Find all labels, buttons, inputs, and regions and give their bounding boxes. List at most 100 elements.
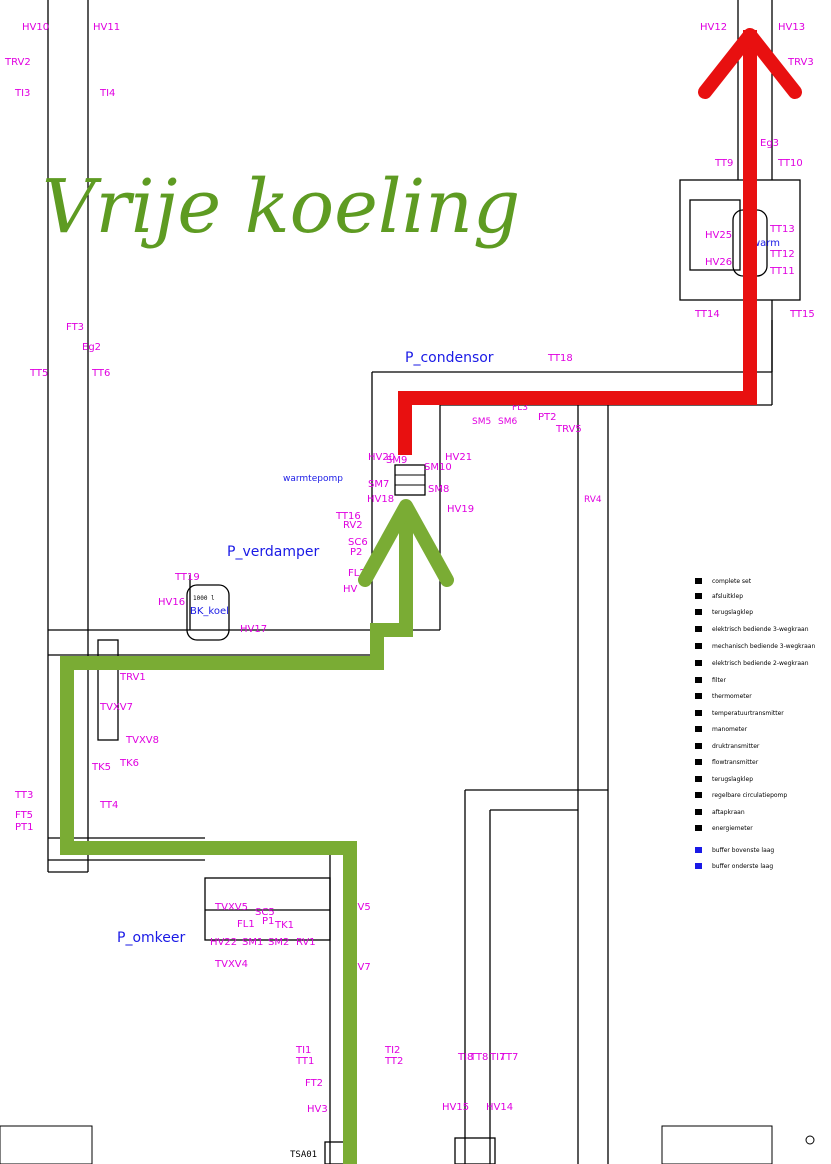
instrument-tag: HV17	[240, 624, 267, 635]
instrument-tag: TT8	[469, 1052, 488, 1063]
instrument-tag: TVXV7	[99, 702, 133, 713]
legend-symbol	[695, 693, 702, 699]
instrument-tag: HV18	[367, 494, 394, 505]
instrument-tag: FL3	[512, 403, 528, 413]
legend-symbol	[695, 825, 702, 831]
instrument-tag: FT5	[15, 810, 33, 821]
instrument-tag: SM2	[268, 937, 289, 948]
instrument-tag: FL2	[348, 568, 366, 579]
instrument-tag: HV22	[210, 937, 237, 948]
instrument-tag: FT3	[66, 322, 84, 333]
legend-symbol	[695, 593, 702, 599]
instrument-tag: TK5	[91, 762, 111, 773]
legend-item: afsluitklep	[712, 593, 743, 600]
instrument-tag: SM9	[386, 455, 407, 466]
tsa01-exchanger: TSA01	[290, 1137, 496, 1164]
corner-symbol	[805, 1135, 815, 1145]
legend-symbol	[695, 726, 702, 732]
instrument-tag: TT15	[789, 309, 815, 320]
legend-item: thermometer	[712, 693, 752, 700]
instrument-tag: FL1	[237, 919, 255, 930]
section-omkeer: P_omkeer	[117, 930, 185, 946]
legend-symbol	[695, 626, 702, 632]
legend-symbol	[695, 677, 702, 683]
instrument-tag: HV25	[705, 230, 732, 241]
instrument-tag: TRV5	[555, 424, 582, 435]
diagram-title: Vrije koeling	[42, 164, 520, 250]
instrument-tag: Eg3	[760, 138, 779, 149]
instrument-tag: SM6	[498, 417, 517, 427]
instrument-tags: HV10 HV11 HV12 HV13 TRV2 TRV3 TI3 TI4 FT…	[4, 22, 815, 1115]
legend-item: druktransmitter	[712, 743, 760, 750]
tank-label: BK_koel	[190, 606, 229, 617]
legend-symbol	[695, 863, 702, 869]
instrument-tag: HV26	[705, 257, 732, 268]
instrument-tag: HV7	[350, 962, 371, 973]
instrument-tag: TK6	[119, 758, 139, 769]
bottom-left-block	[0, 1125, 93, 1164]
instrument-tag: TT2	[384, 1056, 403, 1067]
instrument-tag: HV10	[22, 22, 49, 33]
instrument-tag: HV16	[158, 597, 185, 608]
legend-symbol	[695, 578, 702, 584]
instrument-tag: TT3	[14, 790, 33, 801]
instrument-tag: HV13	[778, 22, 805, 33]
legend-item: buffer onderste laag	[712, 863, 773, 870]
cold-flow-path	[60, 499, 454, 1164]
bk-koel-tank: 1000 l BK_koel	[186, 584, 230, 641]
legend-symbol	[695, 643, 702, 649]
legend-item: flowtransmitter	[712, 759, 759, 766]
instrument-tag: TVXV8	[125, 735, 159, 746]
instrument-tag: TI3	[14, 88, 30, 99]
instrument-tag: TT6	[91, 368, 110, 379]
instrument-tag: TRV2	[4, 57, 31, 68]
instrument-tag: RV2	[343, 520, 363, 531]
instrument-tag: TI1	[295, 1045, 311, 1056]
instrument-tag: HV19	[447, 504, 474, 515]
legend-symbol	[695, 776, 702, 782]
legend-item: complete set	[712, 578, 752, 585]
instrument-tag: SM1	[242, 937, 263, 948]
legend-item: mechanisch bediende 3-wegkraan	[712, 643, 815, 650]
section-verdamper: P_verdamper	[227, 544, 319, 560]
legend-item: elektrisch bediende 3-wegkraan	[712, 626, 809, 633]
instrument-tag: TT4	[99, 800, 118, 811]
instrument-tag: TT10	[777, 158, 803, 169]
legend-symbol	[695, 847, 702, 853]
instrument-tag: HV3	[307, 1104, 328, 1115]
instrument-tag: TT12	[769, 249, 795, 260]
instrument-tag: TVXV5	[214, 902, 248, 913]
legend-symbol	[695, 660, 702, 666]
exchanger-label: TSA01	[290, 1150, 317, 1160]
legend-item: regelbare circulatiepomp	[712, 792, 787, 799]
instrument-tag: SM5	[472, 417, 491, 427]
instrument-tag: FT2	[305, 1078, 323, 1089]
instrument-tag: SC6	[348, 537, 368, 548]
instrument-tag: HV11	[93, 22, 120, 33]
legend-symbol	[695, 609, 702, 615]
legend-symbol	[695, 809, 702, 815]
legend-item: elektrisch bediende 2-wegkraan	[712, 660, 809, 667]
instrument-tag: TT16	[335, 511, 361, 522]
legend-symbol	[695, 759, 702, 765]
instrument-tag: SM8	[428, 484, 449, 495]
instrument-tag: TT19	[174, 572, 200, 583]
instrument-tag: SC5	[255, 907, 275, 918]
instrument-tag: TK1	[274, 920, 294, 931]
tank-volume: 1000 l	[193, 595, 215, 602]
instrument-tag: HV5	[350, 902, 371, 913]
heat-pump: warmtepomp	[283, 464, 426, 496]
instrument-tag: TI4	[99, 88, 115, 99]
instrument-tag: Eg2	[82, 342, 101, 353]
warm-flow-path	[398, 28, 802, 455]
legend-item: temperatuurtransmitter	[712, 710, 784, 717]
legend-item: filter	[712, 677, 726, 684]
instrument-tag: PT2	[538, 412, 557, 423]
instrument-tag: TT9	[714, 158, 733, 169]
instrument-tag: HV12	[700, 22, 727, 33]
legend-symbol	[695, 743, 702, 749]
instrument-tag: TT13	[769, 224, 795, 235]
warm-tank-label: warm	[752, 238, 780, 249]
instrument-tag: P2	[350, 547, 362, 558]
legend-item: terugslagklep	[712, 609, 753, 616]
